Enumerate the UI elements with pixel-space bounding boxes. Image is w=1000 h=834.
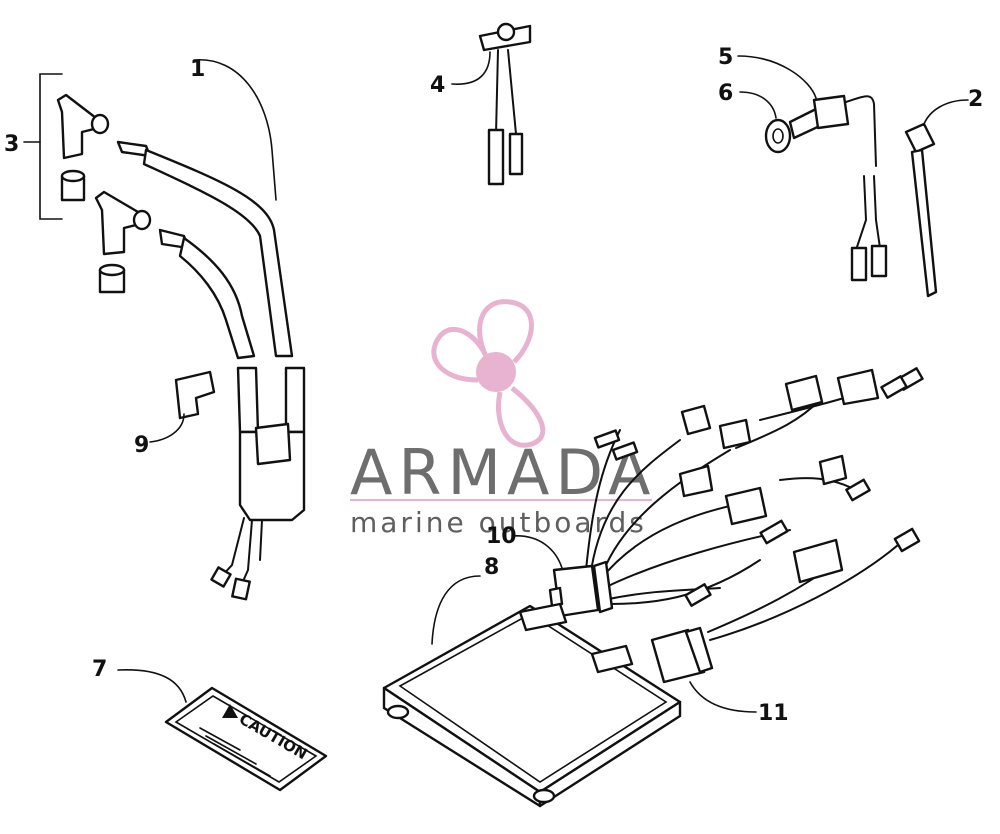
part-9-clamp <box>149 370 216 443</box>
callout-10: 10 <box>486 524 517 549</box>
callout-4: 4 <box>430 73 445 98</box>
callout-9: 9 <box>134 433 149 458</box>
callout-6: 6 <box>718 81 733 106</box>
part-7-caution-decal: CAUTION <box>117 669 328 792</box>
callout-8: 8 <box>484 555 499 580</box>
propeller-logo <box>431 299 546 448</box>
watermark-brand: ARMADA <box>350 436 656 509</box>
callout-1: 1 <box>190 57 205 82</box>
watermark: ARMADA marine outboards <box>350 299 656 539</box>
part-4-sensor <box>451 22 532 186</box>
part-10-wiring-harness <box>511 367 924 641</box>
part-6-washer <box>739 91 792 154</box>
callout-11: 11 <box>758 701 789 726</box>
part-1-ignition-coil <box>116 59 306 601</box>
callout-5: 5 <box>718 45 733 70</box>
part-5-thermo-switch <box>737 55 888 282</box>
part-3-plug-caps <box>23 73 152 294</box>
part-2-cable-tie <box>904 99 969 298</box>
callout-7: 7 <box>92 657 107 682</box>
callout-3: 3 <box>4 132 19 157</box>
part-11-harness-connector <box>650 527 921 713</box>
part-8-cdi-unit <box>382 575 682 808</box>
callout-2: 2 <box>968 87 983 112</box>
callouts: 1 2 3 4 5 6 7 8 9 10 11 <box>4 45 983 726</box>
watermark-tagline: marine outboards <box>350 506 647 539</box>
